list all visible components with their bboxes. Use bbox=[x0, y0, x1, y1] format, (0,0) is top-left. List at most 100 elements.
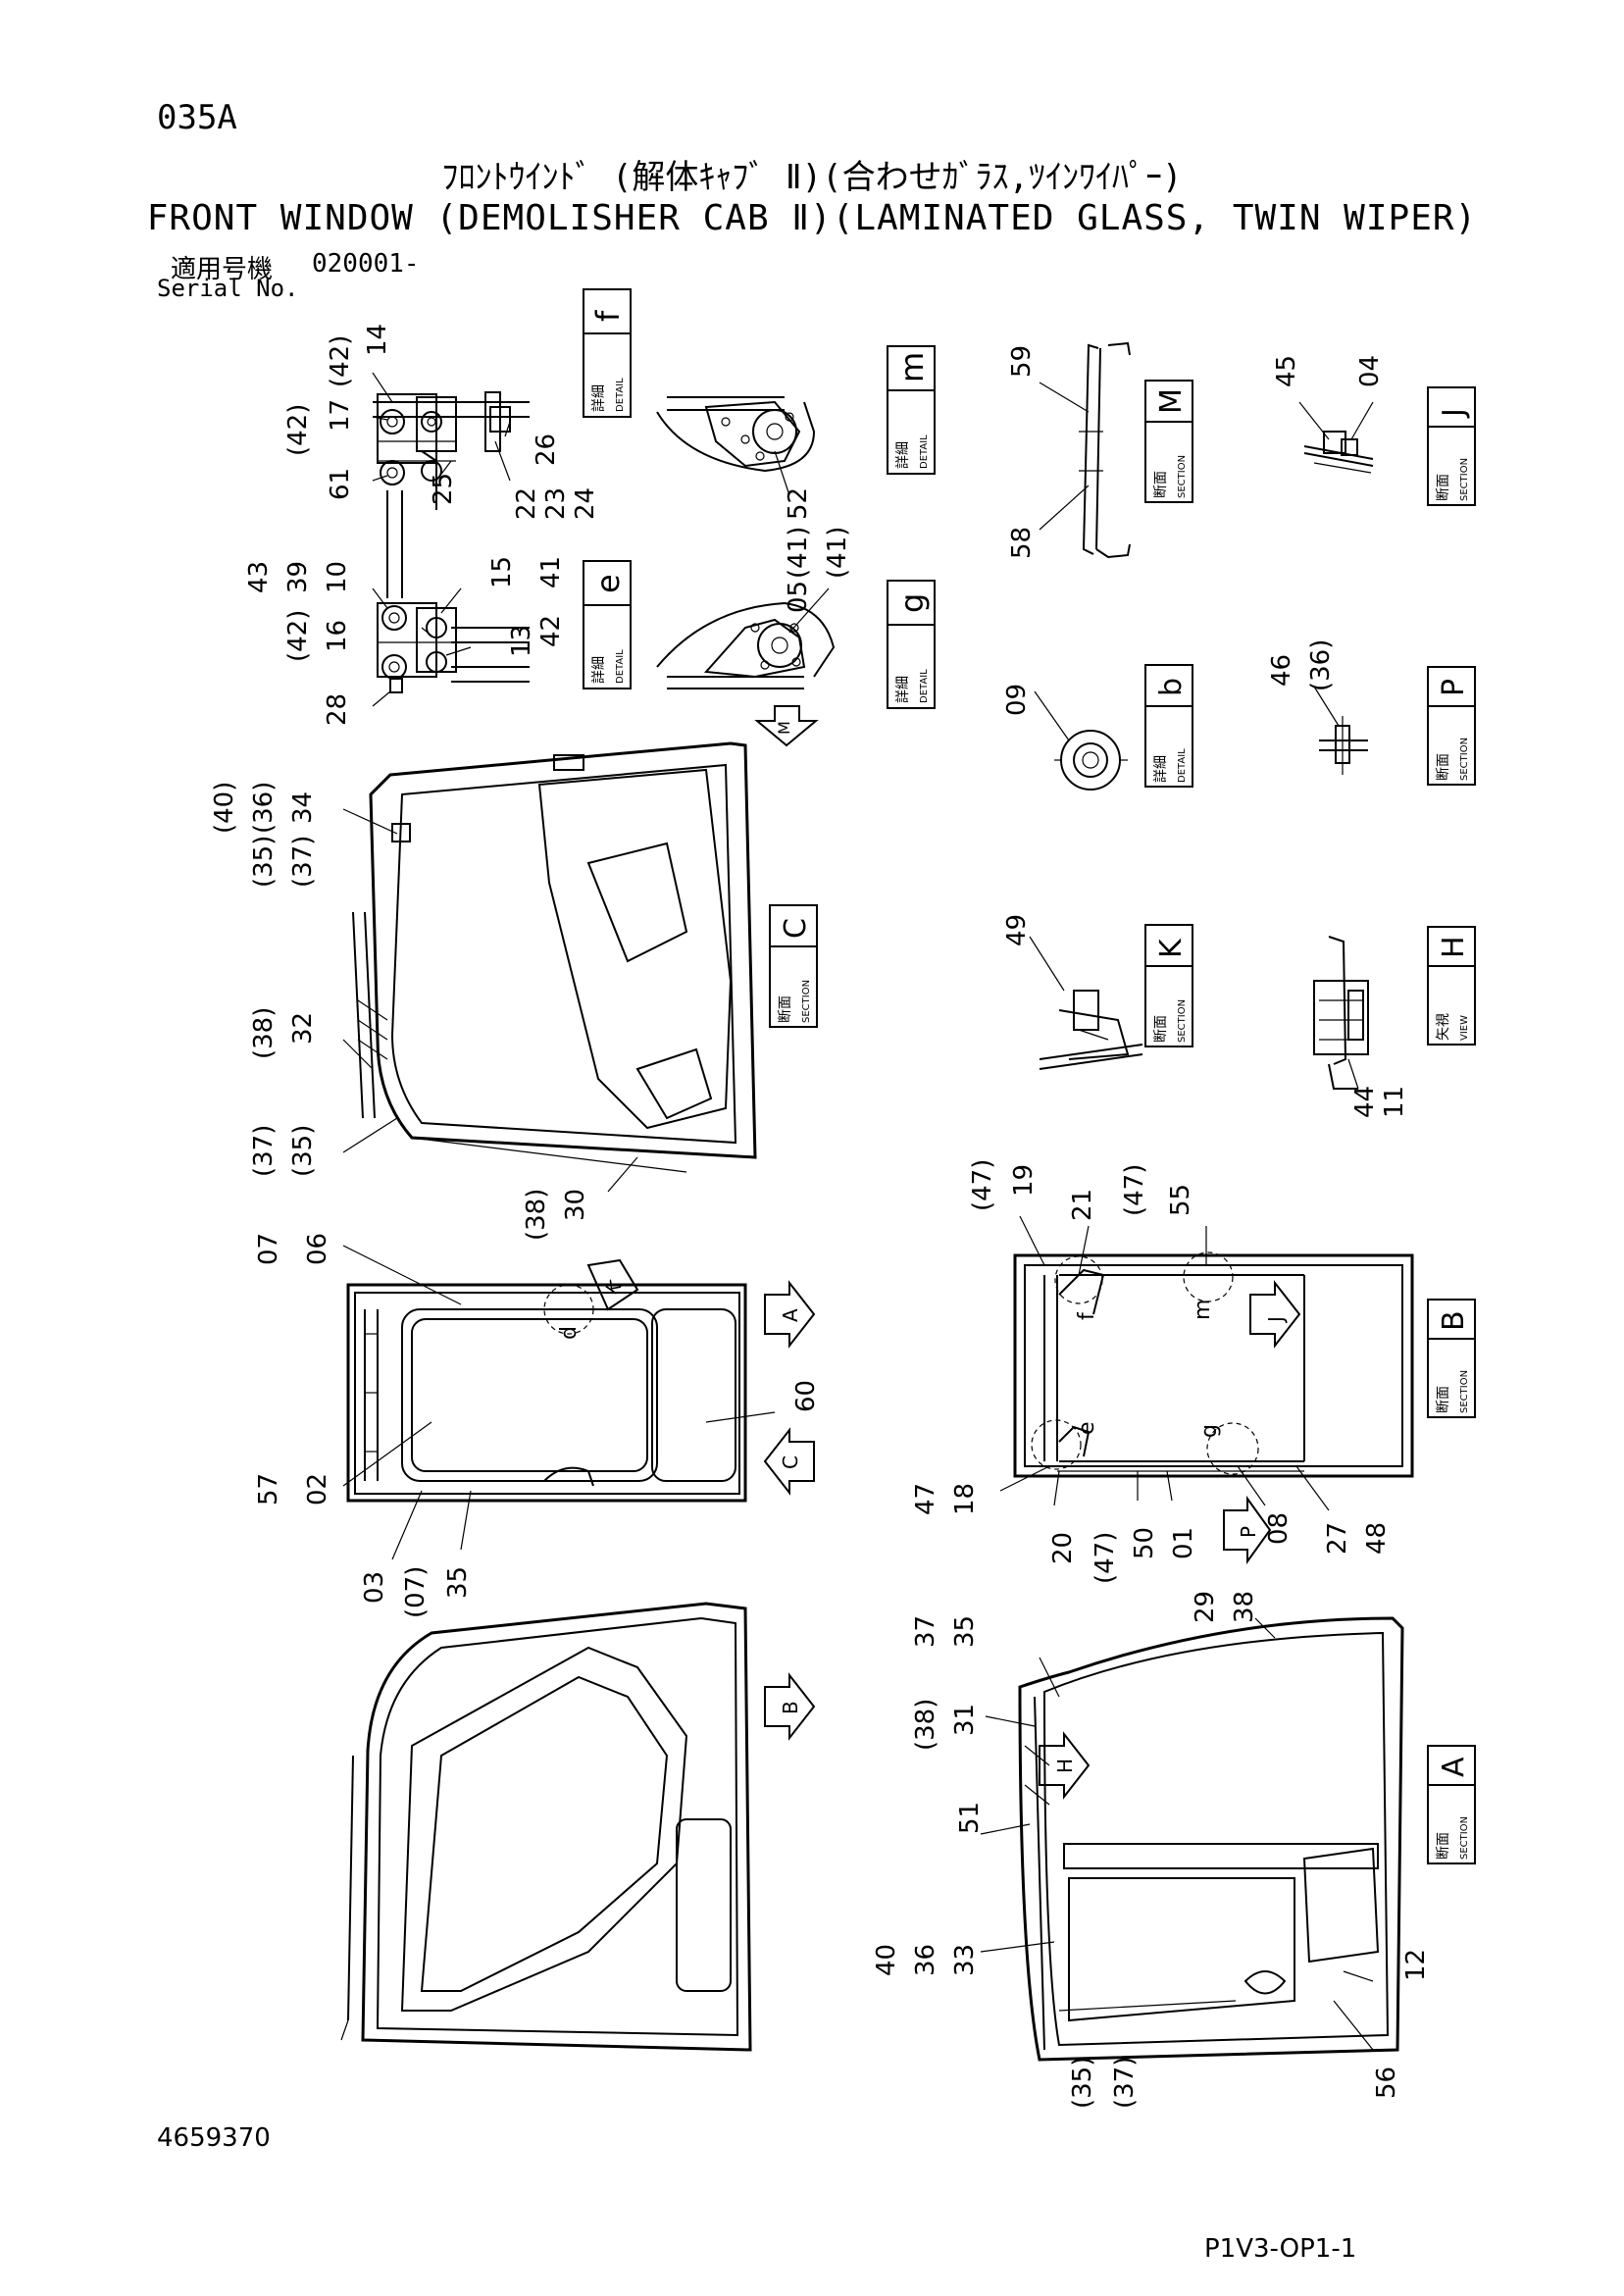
callout-text: 01 bbox=[1169, 1527, 1198, 1559]
callout-text: (37) bbox=[288, 836, 318, 888]
callout-text: (41) bbox=[784, 527, 813, 579]
svg-text:J: J bbox=[1264, 1316, 1288, 1324]
callout-text: 16 bbox=[323, 620, 352, 652]
callout-text: 25 bbox=[429, 473, 458, 505]
part-number: 4659370 bbox=[157, 2123, 271, 2153]
callout-text: 03 bbox=[360, 1571, 389, 1604]
serial-label-english: Serial No. bbox=[157, 275, 299, 302]
callout-text: 44 bbox=[1350, 1086, 1380, 1118]
title-japanese: ﾌﾛﾝﾄｳｲﾝﾄﾞ (解体ｷｬﾌﾞ Ⅱ)(合わせｶﾞﾗｽ,ﾂｲﾝﾜｲﾊﾟｰ) bbox=[441, 158, 1183, 197]
callout-text: 14 bbox=[363, 324, 392, 356]
arrow-p: P bbox=[1223, 1495, 1272, 1565]
callout-text: (40) bbox=[210, 782, 239, 834]
callout-text: 60 bbox=[791, 1380, 821, 1412]
callout-text: 07 bbox=[254, 1233, 283, 1265]
callout-text: 48 bbox=[1362, 1522, 1392, 1555]
svg-text:SECTION: SECTION bbox=[1459, 738, 1470, 781]
callout-text: 45 bbox=[1272, 355, 1301, 387]
svg-text:K: K bbox=[1154, 938, 1189, 958]
svg-text:断面: 断面 bbox=[1153, 471, 1169, 498]
svg-text:詳細: 詳細 bbox=[591, 656, 607, 684]
part-callouts: (42) 14 (42) 17 61 25 22 23 24 26 43 39 … bbox=[210, 324, 1431, 2109]
callout-text: 17 bbox=[326, 399, 355, 432]
svg-text:H: H bbox=[1437, 936, 1471, 958]
callout-text: (47) bbox=[968, 1159, 997, 1211]
svg-text:B: B bbox=[779, 1701, 802, 1714]
callout-text: 39 bbox=[283, 561, 313, 593]
section-c-cab-side-drawing bbox=[352, 741, 757, 1173]
callout-text: 36 bbox=[911, 1944, 940, 1976]
svg-text:詳細: 詳細 bbox=[1153, 755, 1169, 783]
svg-text:断面: 断面 bbox=[1436, 1386, 1451, 1413]
callout-text: 09 bbox=[1002, 684, 1032, 716]
svg-text:SECTION: SECTION bbox=[1177, 999, 1188, 1043]
serial-number-value: 020001- bbox=[312, 249, 420, 279]
callout-text: 05 bbox=[784, 581, 813, 613]
tag-section-m: 断面 SECTION M bbox=[1144, 380, 1193, 503]
svg-text:DETAIL: DETAIL bbox=[919, 434, 930, 469]
svg-text:SECTION: SECTION bbox=[1459, 1816, 1470, 1860]
svg-text:f: f bbox=[589, 310, 627, 322]
svg-text:VIEW: VIEW bbox=[1459, 1015, 1470, 1041]
svg-text:断面: 断面 bbox=[1153, 1015, 1169, 1043]
callout-text: 40 bbox=[872, 1944, 901, 1976]
callout-text: 11 bbox=[1380, 1086, 1409, 1118]
circle-letter-f: f bbox=[1075, 1311, 1099, 1320]
svg-text:K: K bbox=[602, 1276, 627, 1299]
callout-text: 10 bbox=[323, 561, 352, 593]
callout-text: 20 bbox=[1048, 1532, 1078, 1564]
circle-letter-g: g bbox=[1197, 1424, 1222, 1438]
svg-text:M: M bbox=[775, 721, 793, 735]
callout-text: 22 bbox=[512, 487, 541, 520]
callout-text: 06 bbox=[303, 1233, 332, 1265]
title-english: FRONT WINDOW (DEMOLISHER CAB Ⅱ)(LAMINATE… bbox=[146, 198, 1478, 238]
callout-text: 61 bbox=[326, 468, 355, 500]
svg-text:断面: 断面 bbox=[1436, 474, 1451, 501]
callout-text: 15 bbox=[487, 556, 517, 588]
callout-text: 21 bbox=[1068, 1189, 1097, 1221]
svg-text:SECTION: SECTION bbox=[1459, 1370, 1470, 1413]
callout-text: 29 bbox=[1191, 1591, 1220, 1623]
tag-section-j: 断面 SECTION J bbox=[1427, 386, 1476, 506]
tag-detail-m: 詳細 DETAIL m bbox=[887, 345, 936, 475]
callout-text: (35) bbox=[288, 1125, 318, 1177]
svg-text:b: b bbox=[1154, 678, 1189, 696]
svg-text:A: A bbox=[779, 1308, 802, 1322]
section-a-cab-drawing bbox=[1018, 1616, 1404, 2062]
callout-text: 55 bbox=[1166, 1184, 1195, 1216]
callout-text: (38) bbox=[911, 1699, 940, 1751]
callout-text: 57 bbox=[254, 1473, 283, 1505]
section-p-drawing bbox=[1319, 716, 1368, 775]
svg-text:C: C bbox=[779, 918, 813, 939]
callout-text: (35) bbox=[1068, 2057, 1097, 2109]
svg-text:SECTION: SECTION bbox=[1177, 455, 1188, 498]
callout-text: (38) bbox=[522, 1189, 551, 1241]
leader-lines bbox=[342, 372, 1374, 2051]
svg-text:断面: 断面 bbox=[1436, 1832, 1451, 1860]
tag-detail-f: 詳細 DETAIL f bbox=[583, 288, 632, 418]
svg-text:DETAIL: DETAIL bbox=[919, 669, 930, 703]
svg-text:DETAIL: DETAIL bbox=[615, 649, 626, 684]
svg-text:矢視: 矢視 bbox=[1436, 1013, 1451, 1041]
svg-text:DETAIL: DETAIL bbox=[1177, 748, 1188, 783]
callout-text: (47) bbox=[1091, 1532, 1120, 1584]
callout-text: 38 bbox=[1230, 1591, 1259, 1623]
arrow-j: J bbox=[1249, 1280, 1301, 1349]
callout-text: 35 bbox=[950, 1615, 980, 1648]
detail-e-hinge-drawing bbox=[377, 602, 530, 693]
tag-detail-g: 詳細 DETAIL g bbox=[887, 580, 936, 709]
svg-text:C: C bbox=[779, 1455, 802, 1469]
svg-text:J: J bbox=[1437, 408, 1471, 419]
callout-text: 23 bbox=[541, 487, 571, 520]
callout-text: (42) bbox=[283, 610, 313, 662]
callout-text: 41 bbox=[536, 556, 566, 588]
svg-text:g: g bbox=[893, 593, 931, 613]
detail-f-hinge-drawing bbox=[373, 391, 530, 598]
callout-text: 47 bbox=[911, 1483, 940, 1515]
callout-text: 46 bbox=[1267, 654, 1296, 687]
callout-text: 24 bbox=[571, 487, 600, 520]
circle-letter-d: d bbox=[557, 1326, 582, 1340]
callout-text: 31 bbox=[950, 1704, 980, 1736]
callout-text: 08 bbox=[1264, 1512, 1294, 1545]
arrow-m: M bbox=[754, 705, 819, 747]
